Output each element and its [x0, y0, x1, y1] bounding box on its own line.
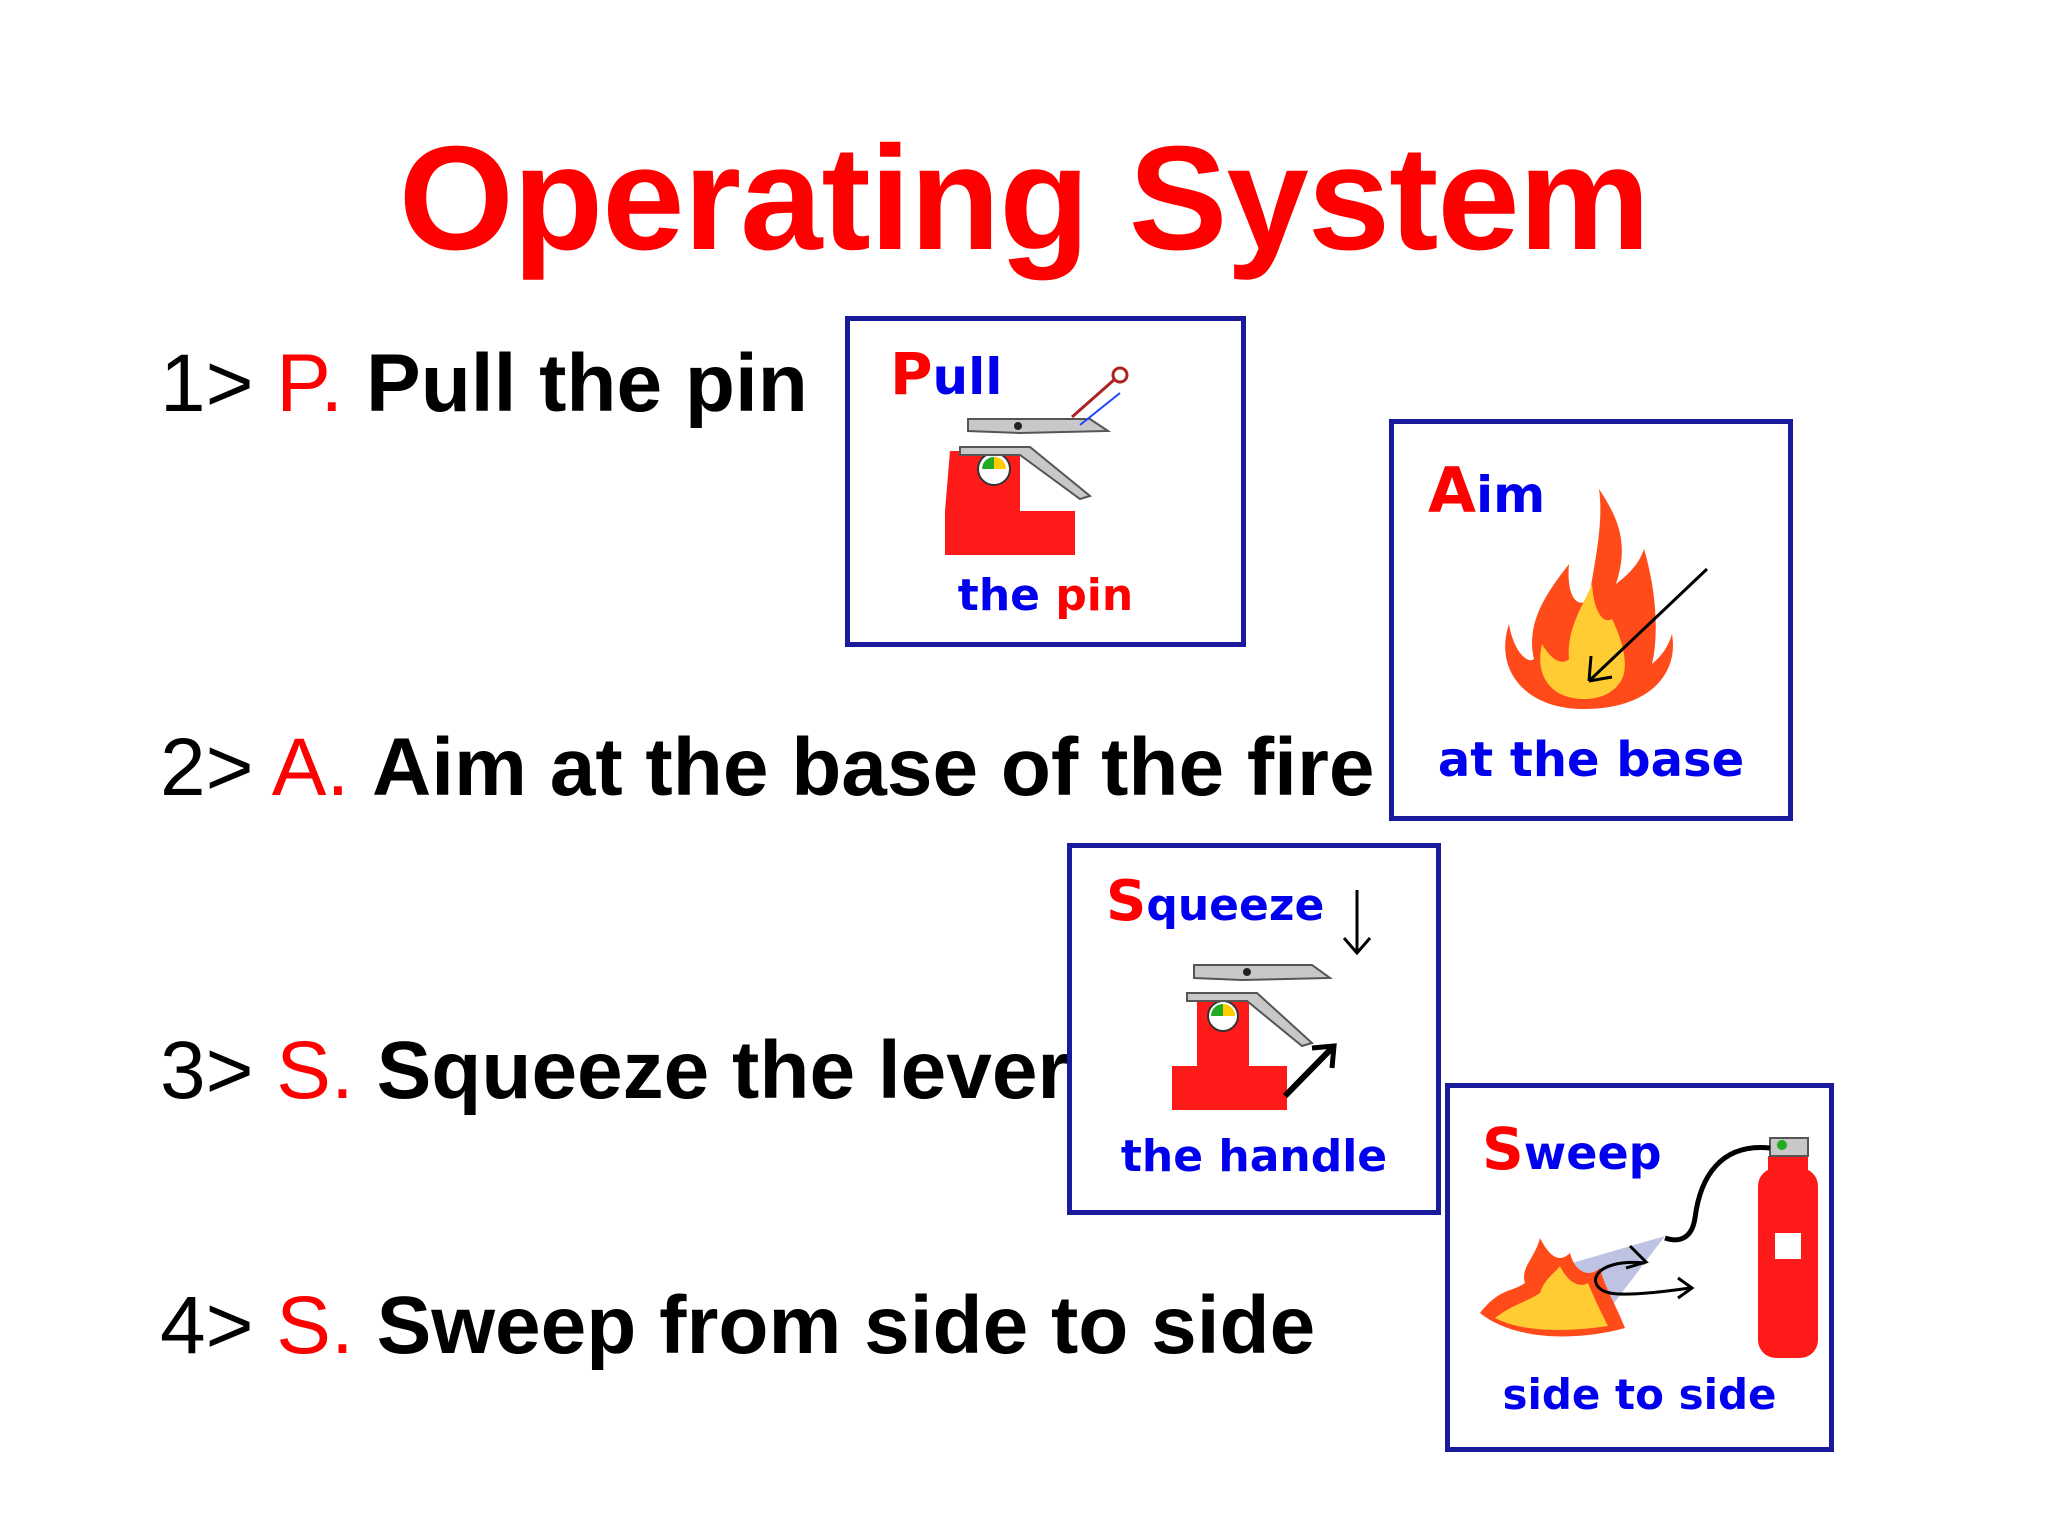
sweep-fire-icon — [1480, 1137, 1818, 1358]
step-letter: S. — [276, 1280, 354, 1371]
step-letter: A. — [271, 722, 350, 813]
step-number: 3> — [160, 1025, 254, 1116]
pull-pin-card: Pull the pin — [845, 316, 1246, 647]
sweep-side-card: Sweep side to side — [1445, 1083, 1834, 1452]
step-squeeze: 3> S. Squeeze the lever — [160, 1030, 1069, 1112]
fire-extinguisher-handle-icon — [1172, 890, 1372, 1110]
step-pull: 1> P. Pull the pin — [160, 343, 808, 425]
card-caption: at the base — [1437, 732, 1745, 788]
card-caption: the handle — [1120, 1131, 1388, 1182]
card-heading: Sweep — [1482, 1115, 1662, 1183]
step-aim: 2> A. Aim at the base of the fire — [160, 727, 1374, 809]
card-caption: the pin — [957, 570, 1134, 621]
step-text: Pull the pin — [366, 338, 808, 429]
card-heading: Aim — [1428, 454, 1546, 527]
step-text: Squeeze the lever — [376, 1025, 1070, 1116]
step-sweep: 4> S. Sweep from side to side — [160, 1285, 1315, 1367]
fire-extinguisher-pin-icon — [945, 366, 1129, 555]
step-number: 2> — [160, 722, 254, 813]
fire-flame-icon — [1505, 489, 1709, 709]
aim-base-card: Aim at the base — [1389, 419, 1793, 821]
step-number: 1> — [160, 338, 254, 429]
slide-title: Operating System — [398, 116, 1651, 281]
squeeze-handle-card: Squeeze the handle — [1067, 843, 1441, 1215]
card-caption: side to side — [1502, 1370, 1777, 1419]
step-letter: S. — [276, 1025, 354, 1116]
step-letter: P. — [276, 338, 344, 429]
card-heading: Pull — [890, 340, 1003, 408]
card-heading: Squeeze — [1106, 869, 1325, 934]
step-number: 4> — [160, 1280, 254, 1371]
step-text: Sweep from side to side — [376, 1280, 1316, 1371]
step-text: Aim at the base of the fire — [372, 722, 1375, 813]
